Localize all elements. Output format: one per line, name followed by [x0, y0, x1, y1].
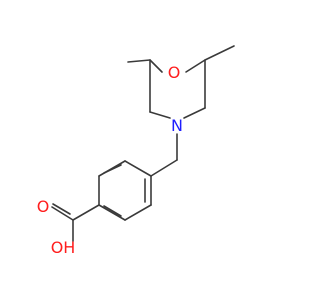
bond-ring-carbonyl-c [72, 204, 100, 221]
carbonyl-double-inner [52, 203, 71, 215]
bond-o1-c2 [149, 59, 163, 73]
bond-ch2-ring [150, 159, 178, 177]
bond-c6-methyl [204, 45, 235, 61]
bond-ar3-ar4 [98, 204, 126, 221]
bond-ar6-ar1 [124, 160, 152, 177]
bond-n-c5 [183, 107, 206, 119]
aromatic-inner-3 [103, 164, 122, 174]
atom-label-o-ring: O [168, 63, 181, 82]
aromatic-inner-2 [103, 205, 122, 217]
carbonyl-double-outer [51, 206, 74, 221]
bond-c6-o1 [185, 59, 206, 73]
atom-label-oh: OH [51, 238, 76, 257]
structure-canvas: O N O OH [37, 45, 235, 257]
molecule-diagram: O N O OH [37, 45, 235, 257]
bond-c2-methyl [127, 59, 151, 63]
atom-label-n-ring: N [171, 116, 183, 135]
atom-label-o-carbonyl: O [37, 197, 50, 216]
bond-ar2-ar3 [124, 204, 152, 221]
bond-c3-n [149, 111, 171, 119]
